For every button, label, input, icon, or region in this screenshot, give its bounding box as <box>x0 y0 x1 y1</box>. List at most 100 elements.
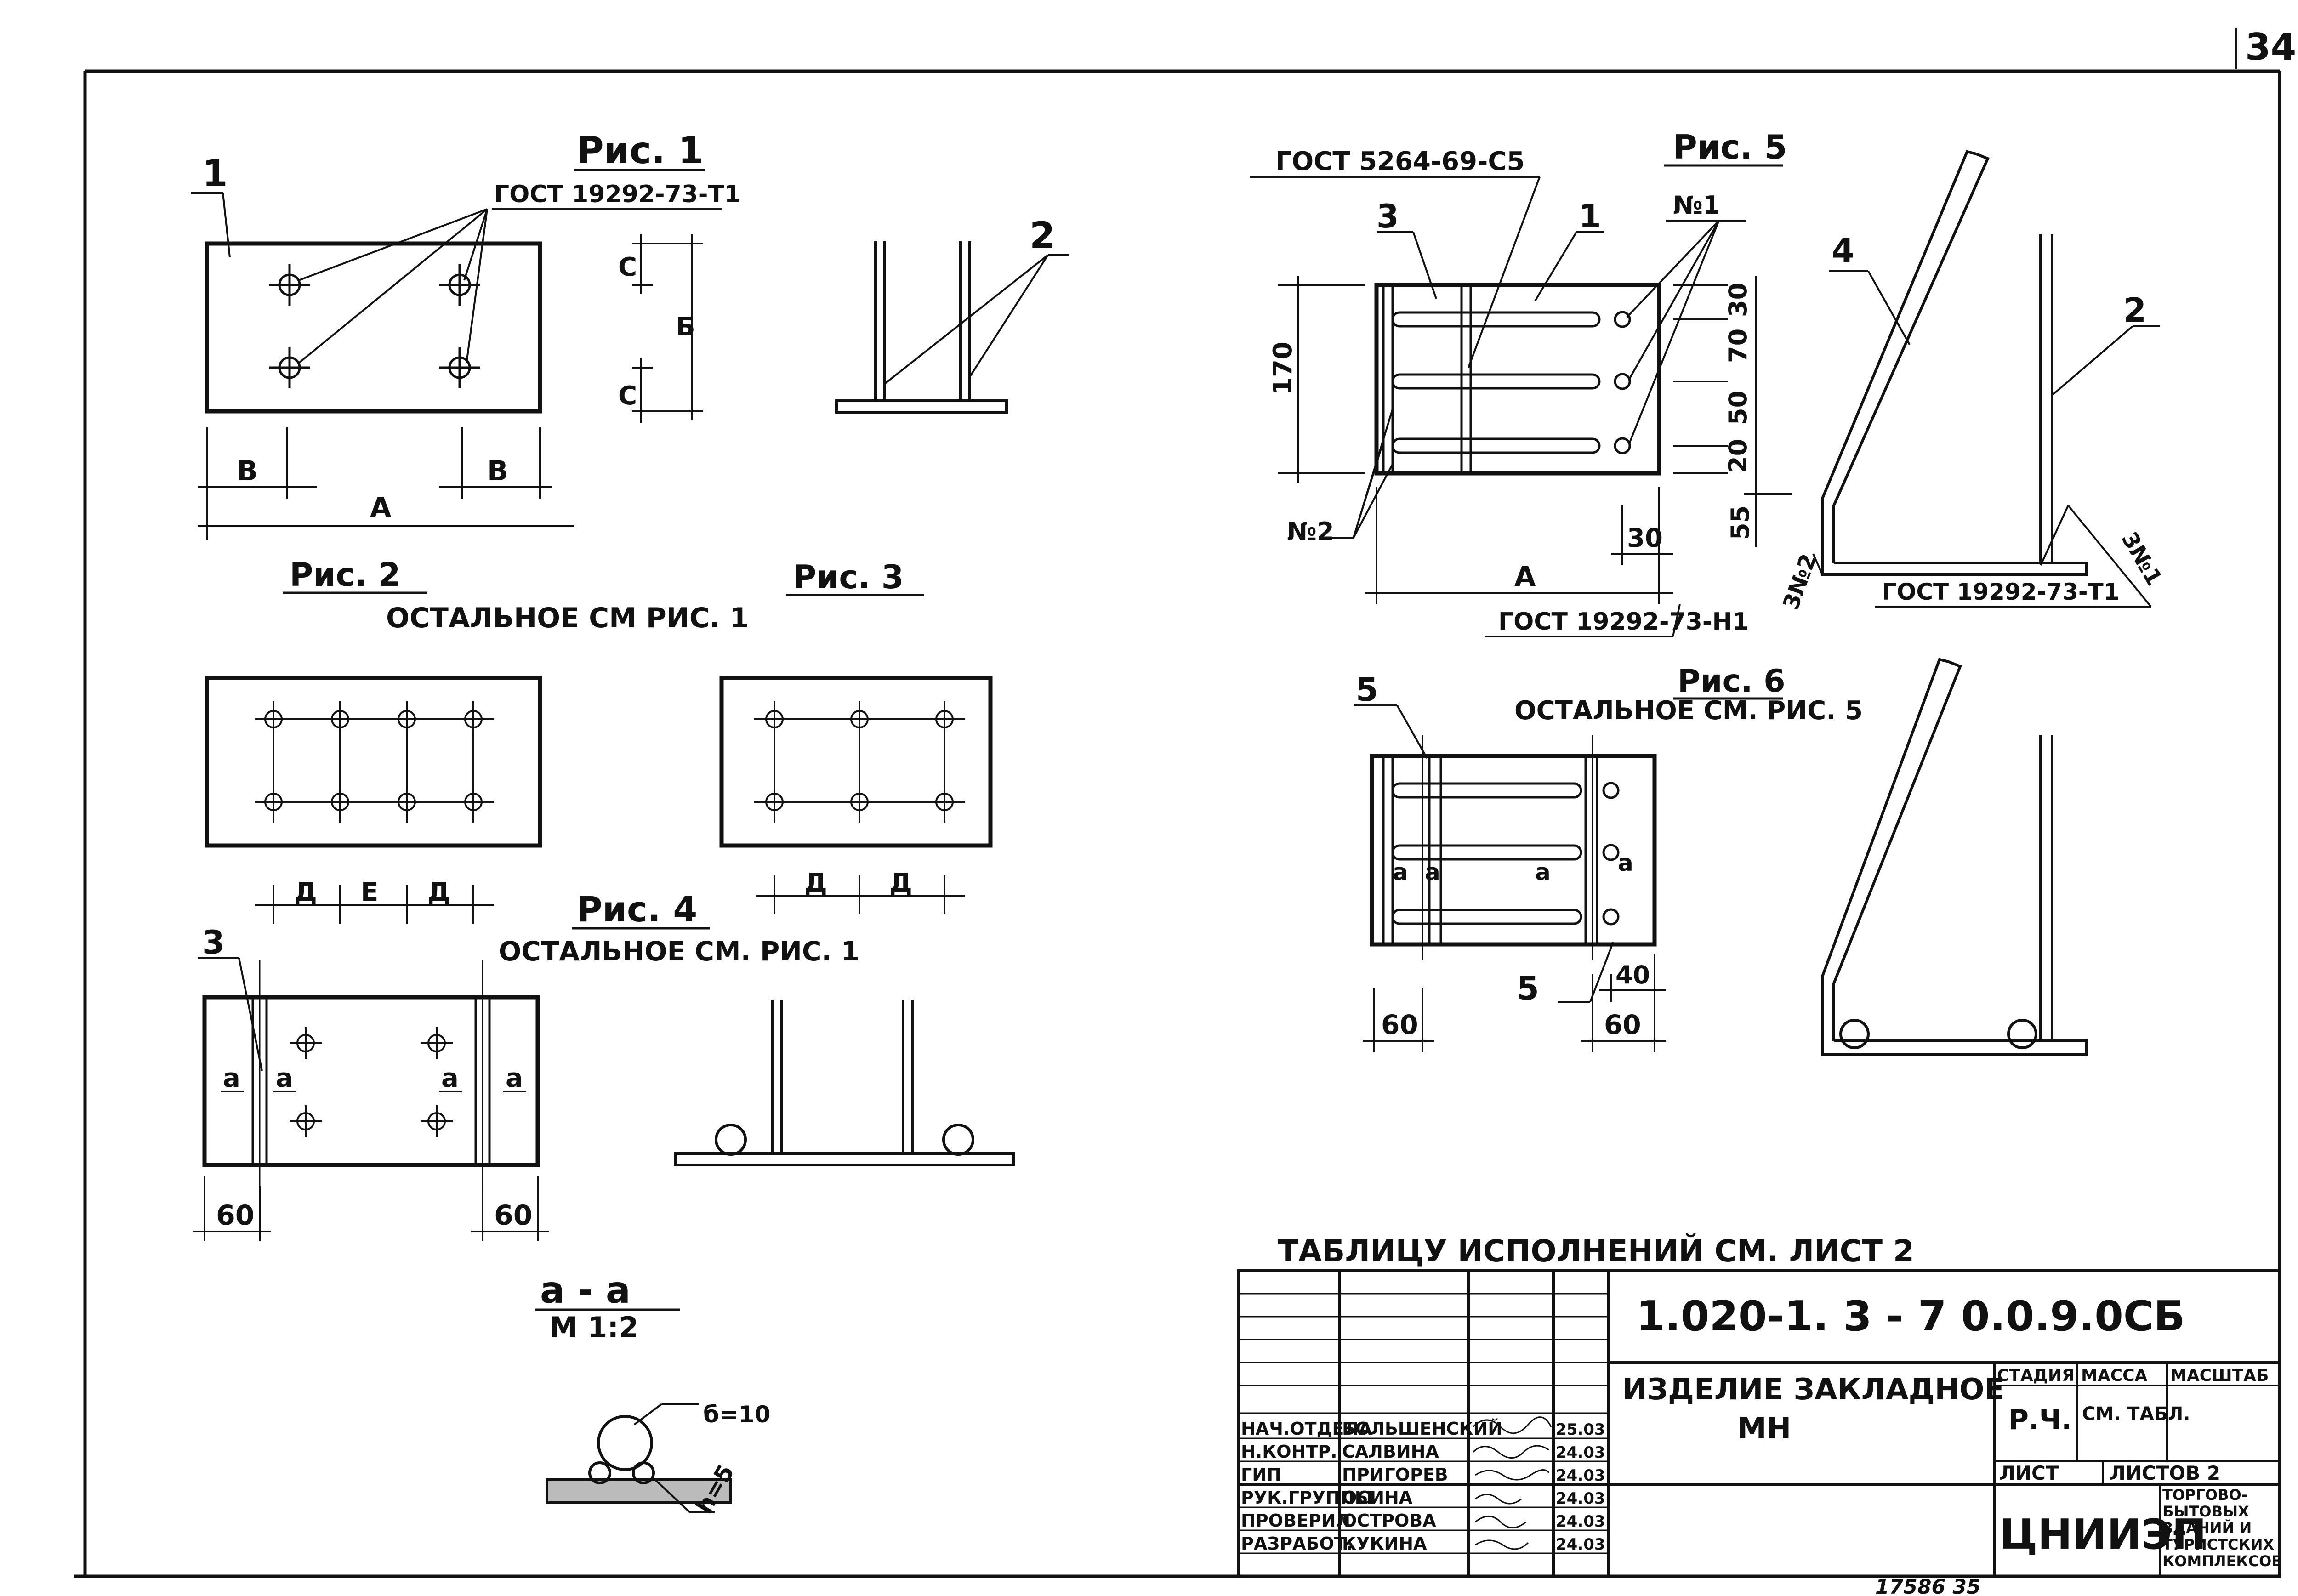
fig6-note: ОСТАЛЬНОЕ СМ. РИС. 5 <box>1514 696 1863 726</box>
fig5-dim-170: 170 <box>1268 341 1298 395</box>
fig1-plate <box>205 241 542 414</box>
stage-value: Р.Ч. <box>2008 1404 2072 1436</box>
fig1-title: Рис. 1 <box>577 129 704 172</box>
fig5-side-leaders <box>1829 270 2160 608</box>
fig3: Рис. 3 Д Д <box>719 558 993 914</box>
row-date: 24.03 <box>1556 1535 1605 1554</box>
mass-label: МАССА <box>2081 1366 2148 1385</box>
fig1-callout-1: 1 <box>202 152 228 195</box>
fig2-title: Рис. 2 <box>290 556 401 594</box>
fig6-cut-a3: а <box>1535 859 1551 886</box>
fig5-callout-n1: №1 <box>1673 191 1720 220</box>
fig1-leaders <box>191 192 488 364</box>
section-aa-plate <box>546 1478 732 1504</box>
fig5-dim-30a: 30 <box>1724 283 1752 317</box>
fig3-dim-D1: Д <box>804 868 827 898</box>
fig5-callout-4: 4 <box>1832 231 1854 270</box>
fig5-dimensions <box>1278 276 1792 637</box>
signature-rows: НАЧ.ОТДЕЛА БОЛЬШЕНСКИЙ 25.03 Н.КОНТР. СА… <box>1241 1419 1605 1554</box>
fig2-dim-D1: Д <box>294 877 317 907</box>
section-aa-bar <box>588 1403 715 1513</box>
fig5-leaders <box>1324 176 1720 539</box>
fig4-title: Рис. 4 <box>577 889 697 930</box>
item-name-line1: ИЗДЕЛИЕ ЗАКЛАДНОЕ <box>1622 1373 2004 1407</box>
drawing-code: 1.020-1. 3 - 7 0.0.9.0СБ <box>1636 1292 2185 1340</box>
fig6-plate <box>1370 754 1657 947</box>
row-name: САЛВИНА <box>1342 1442 1439 1462</box>
fig4-note: ОСТАЛЬНОЕ СМ. РИС. 1 <box>499 936 859 967</box>
org-note: ТОРГОВО-БЫТОВЫХ ЗДАНИЙ И ТУРИСТСКИХ КОМП… <box>2162 1487 2280 1570</box>
row-name: ПРИГОРЕВ <box>1342 1465 1448 1485</box>
fig2-dim-D2: Д <box>427 877 450 907</box>
fig1-gost: ГОСТ 19292-73-Т1 <box>494 181 741 208</box>
sheet-number: 34 <box>2245 26 2296 68</box>
fig4-dim-60-left: 60 <box>216 1199 255 1232</box>
fig5-callout-n2: №2 <box>1287 517 1334 546</box>
fig4-plate <box>202 995 540 1167</box>
fig6-dim-60-left: 60 <box>1381 1009 1418 1040</box>
fig4-cut-a2: а <box>276 1063 293 1093</box>
stage-label: СТАДИЯ <box>1997 1366 2075 1385</box>
fig1-side-view <box>835 241 1069 414</box>
fig1-dim-C2: С <box>618 381 637 411</box>
fig5-weld-n2: 3№2 <box>1778 551 1822 613</box>
fig4-underline <box>193 1091 549 1241</box>
fig4-side-view <box>674 1000 1015 1166</box>
fig2-holes <box>255 701 494 924</box>
fig6-dim-60-right: 60 <box>1604 1009 1641 1040</box>
row-date: 24.03 <box>1556 1512 1605 1531</box>
fig3-dim-D2: Д <box>889 868 912 898</box>
sheet-label: ЛИСТ <box>1999 1462 2059 1484</box>
section-aa-weld-1: б=10 <box>703 1401 770 1428</box>
fig1-dim-C1: С <box>618 252 637 282</box>
fig2-dim-E: Е <box>361 877 378 907</box>
row-role: НАЧ.ОТДЕЛА <box>1241 1419 1372 1439</box>
title-block <box>1237 1269 2281 1578</box>
row-role: РУК.ГРУППЫ <box>1241 1488 1373 1508</box>
fig4-cut-a4: а <box>506 1063 523 1093</box>
fig5-dim-70: 70 <box>1724 329 1752 363</box>
fig5-callout-1: 1 <box>1579 198 1601 235</box>
row-role: РАЗРАБОТ. <box>1241 1534 1353 1554</box>
fig1: Рис. 1 ГОСТ 19292-73-Т1 1 <box>191 129 1069 540</box>
fig6-dimensions <box>1363 942 1666 1052</box>
table-note: ТАБЛИЦУ ИСПОЛНЕНИЙ СМ. ЛИСТ 2 <box>1278 1233 1914 1269</box>
fig4-dim-60-right: 60 <box>494 1199 533 1232</box>
bottom-code: 17586 35 <box>1875 1575 1981 1596</box>
section-aa-title: а - а <box>540 1269 631 1312</box>
fig1-dimensions <box>198 234 703 540</box>
row-date: 24.03 <box>1556 1466 1605 1485</box>
fig4-callout-3: 3 <box>202 924 225 961</box>
fig1-dim-A: А <box>370 492 392 524</box>
fig6-side-view <box>1821 658 2088 1056</box>
org-note-wrapper: ТОРГОВО-БЫТОВЫХ ЗДАНИЙ И ТУРИСТСКИХ КОМП… <box>2162 1487 2280 1570</box>
row-name: ОСИНА <box>1342 1488 1413 1508</box>
row-name: БОЛЬШЕНСКИЙ <box>1342 1419 1502 1439</box>
fig5-dim-30b: 30 <box>1627 523 1663 553</box>
fig5-title: Рис. 5 <box>1673 128 1787 166</box>
fig1-dim-B2: В <box>487 455 508 487</box>
fig5-dim-50: 50 <box>1724 391 1752 425</box>
fig5-callout-2: 2 <box>2123 291 2146 329</box>
fig6-cut-a4: а <box>1618 850 1633 876</box>
mass-value: СМ. ТАБЛ. <box>2082 1403 2190 1425</box>
row-name: ОСТРОВА <box>1342 1511 1436 1531</box>
fig6-callout-5a: 5 <box>1356 671 1378 709</box>
fig3-holes <box>754 701 965 914</box>
row-date: 25.03 <box>1556 1420 1605 1439</box>
fig5-bars <box>1382 285 1631 473</box>
fig6-callout-5b: 5 <box>1517 970 1539 1007</box>
fig1-dim-Б: Б <box>676 312 695 342</box>
fig4-cut-a3: а <box>441 1063 459 1093</box>
fig2: Рис. 2 ОСТАЛЬНОЕ СМ РИС. 1 Д Е Д <box>205 556 749 924</box>
fig3-title: Рис. 3 <box>793 558 904 596</box>
row-role: ПРОВЕРИЛ <box>1241 1511 1350 1531</box>
section-aa-scale: М 1:2 <box>549 1311 638 1344</box>
fig5-dim-A: А <box>1514 561 1536 593</box>
fig4: Рис. 4 ОСТАЛЬНОЕ СМ. РИС. 1 3 а а а а <box>193 889 1015 1241</box>
fig1-anchor-holes <box>269 264 480 388</box>
row-date: 24.03 <box>1556 1443 1605 1462</box>
fig1-dim-B1: В <box>237 455 258 487</box>
row-date: 24.03 <box>1556 1489 1605 1508</box>
